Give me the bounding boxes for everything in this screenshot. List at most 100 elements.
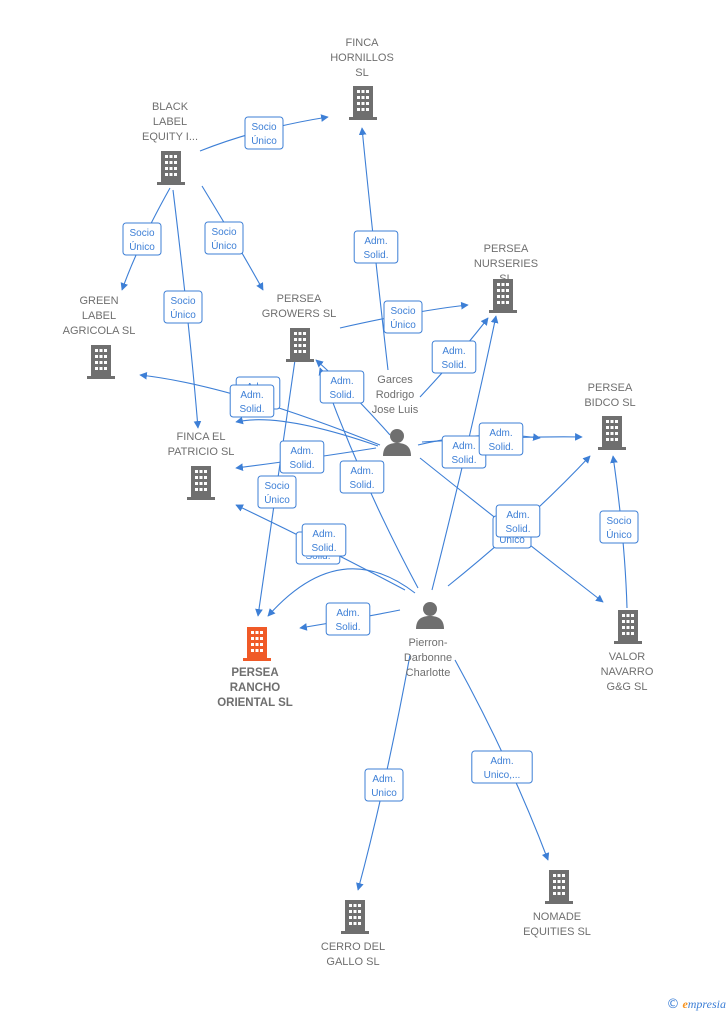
building-icon [341,900,369,934]
node-label: AGRICOLA SL [63,325,136,337]
edge-label-box [599,510,639,544]
edge-label-text: Socio [390,306,415,317]
edge-label-pi-pb[interactable]: Adm.Solid. [495,504,541,538]
node-label: EQUITIES SL [523,926,591,938]
brand-initial: e [682,997,688,1011]
edge-label-box [353,230,399,264]
node-label: FINCA [346,37,380,49]
edge-label-pi-pr[interactable]: Adm.Solid. [325,602,371,636]
edge-label-text: Adm. [364,236,387,247]
edge-label-text: Unico,... [484,770,521,781]
node-label: BIDCO SL [584,397,635,409]
edge-label-text: Socio [251,122,276,133]
edge-label-ga-pn[interactable]: Adm.Solid. [431,340,477,374]
edge-label-box [319,370,365,404]
node-label: Garces [377,374,413,386]
node-label: NOMADE [533,911,581,923]
building-icon [598,416,626,450]
building-icon [243,627,271,661]
node-label: FINCA EL [177,431,226,443]
edge-line [235,416,379,447]
edge-label-text: Adm. [442,346,465,357]
edge-label-box [364,768,404,802]
building-icon [614,610,642,644]
node-black-label[interactable]: BLACK LABEL EQUITY I... [142,101,198,185]
node-label: EQUITY I... [142,131,198,143]
edge-label-box [325,602,371,636]
node-label: PERSEA [231,667,278,679]
edge-label-box [163,290,203,324]
edge-label-box [244,116,284,150]
edge-label-box [301,523,347,557]
edge-label-box [279,440,325,474]
node-nomade[interactable]: NOMADE EQUITIES SL [523,870,591,938]
node-label: Pierron- [408,637,447,649]
edge-label-text: Solid. [311,543,336,554]
edge-line [255,359,296,617]
edge-label-ga-fp[interactable]: Adm.Solid. [279,440,325,474]
edge-label-text: Único [129,240,155,253]
node-label: NAVARRO [601,666,654,678]
node-label: G&G SL [607,681,648,693]
node-label: PERSEA [277,293,322,305]
edge-label-text: Adm. [452,441,475,452]
edge-label-box [257,475,297,509]
edge-label-ga-pb-b[interactable]: Adm.Solid. [478,422,524,456]
edge-label-pi-cg[interactable]: Adm.Unico [364,768,404,802]
node-label: BLACK [152,101,189,113]
building-icon [87,345,115,379]
edge-label-text: Solid. [349,480,374,491]
node-label: RANCHO [230,682,281,694]
edge-label-text: Único [390,318,416,331]
edge-label-text: Adm. [312,529,335,540]
person-icon [383,429,411,456]
copyright-icon: © [666,997,680,1012]
edge-label-ga-pg[interactable]: Adm.Solid. [319,370,365,404]
edge-label-pi-pg[interactable]: Adm.Solid. [339,460,385,494]
edge-label-text: Único [211,239,237,252]
edge-label-box [204,221,244,255]
edge-label-text: Solid. [488,442,513,453]
node-label: SL [499,273,512,285]
edge-label-text: Socio [606,516,631,527]
edge-label-text: Solid. [363,250,388,261]
edge-label-box [431,340,477,374]
edge-label-text: Socio [211,227,236,238]
edge-label-box [478,422,524,456]
brand-logo[interactable]: © empresia [666,997,726,1012]
edge-label-text: Adm. [336,608,359,619]
edge-label-text: Único [170,308,196,321]
edge-label-box [339,460,385,494]
node-label: LABEL [153,116,187,128]
edge-label-ga-gl-b[interactable]: Adm.Solid. [229,384,275,418]
edge-label-ga-fh[interactable]: Adm. Solid. [353,230,399,264]
edge-label-box [471,750,533,784]
edge-label-pi-fp-b[interactable]: Adm. Solid. [301,523,347,557]
brand-name: mpresia [687,997,726,1011]
node-label: Rodrigo [376,389,415,401]
node-label: Darbonne [404,652,452,664]
edge-label-pi-ne[interactable]: Adm.Unico,... [471,750,533,784]
node-label: SL [355,67,368,79]
building-icon [286,328,314,362]
